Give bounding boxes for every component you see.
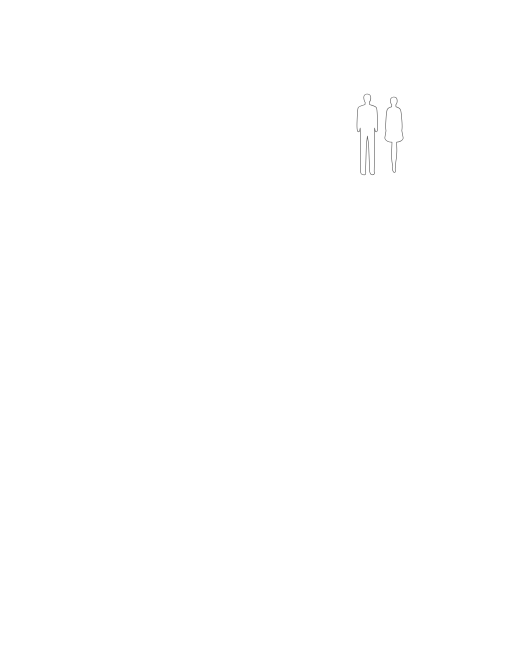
couple-silhouette-icon	[354, 92, 408, 178]
man-silhouette-icon	[356, 93, 379, 176]
woman-silhouette-icon	[384, 96, 404, 173]
